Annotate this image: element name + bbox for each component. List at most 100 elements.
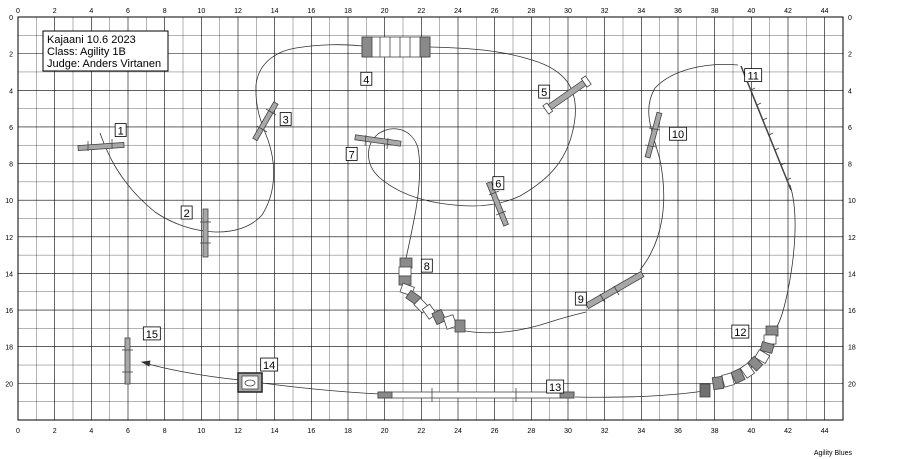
obstacle-number-11: 11 <box>744 68 763 83</box>
x-tick-bottom: 26 <box>491 428 499 435</box>
path-segment-1-to-3 <box>99 44 363 233</box>
obstacle-number-1: 1 <box>114 123 127 138</box>
obstacle-number-7: 7 <box>345 146 358 161</box>
number-text: 10 <box>672 129 684 141</box>
y-tick-left: 8 <box>9 162 13 169</box>
x-tick-bottom: 30 <box>564 428 572 435</box>
x-tick-bottom: 4 <box>89 428 93 435</box>
number-box <box>492 176 505 191</box>
x-tick-bottom: 2 <box>53 428 57 435</box>
number-box <box>279 112 292 126</box>
number-text: 3 <box>283 115 289 127</box>
y-tick-right: 20 <box>848 381 856 388</box>
y-tick-left: 2 <box>9 52 13 59</box>
y-tick-left: 16 <box>5 308 13 315</box>
number-text: 6 <box>495 179 501 191</box>
x-tick-top: 0 <box>16 8 20 15</box>
y-tick-left: 0 <box>9 15 13 22</box>
x-tick-top: 22 <box>417 8 425 15</box>
obstacles <box>77 36 792 402</box>
info-box: Kajaani 10.6 2023 Class: Agility 1B Judg… <box>42 30 169 72</box>
obstacle-jump-7 <box>354 134 402 150</box>
x-tick-bottom: 8 <box>163 428 167 435</box>
x-tick-bottom: 36 <box>674 428 682 435</box>
number-text: 14 <box>263 360 275 372</box>
obstacle-dogwalk-13 <box>377 388 575 402</box>
number-text: 15 <box>146 329 158 341</box>
obstacle-jump-6 <box>486 181 509 227</box>
number-text: 5 <box>541 87 547 99</box>
x-tick-bottom: 6 <box>126 428 130 435</box>
number-box <box>142 326 161 341</box>
obstacle-number-4: 4 <box>360 71 373 86</box>
number-box <box>538 84 551 99</box>
x-tick-top: 32 <box>601 8 609 15</box>
obstacle-number-2: 2 <box>180 205 193 220</box>
x-tick-top: 36 <box>674 8 682 15</box>
y-tick-left: 12 <box>5 235 13 242</box>
x-tick-bottom: 22 <box>417 428 425 435</box>
number-box <box>180 205 193 220</box>
x-tick-bottom: 16 <box>307 428 315 435</box>
x-tick-top: 2 <box>53 8 57 15</box>
y-tick-left: 20 <box>5 381 13 388</box>
obstacle-table-14 <box>237 372 263 393</box>
y-tick-right: 16 <box>848 308 856 315</box>
y-tick-right: 12 <box>848 235 856 242</box>
number-text: 8 <box>424 261 430 273</box>
x-tick-top: 30 <box>564 8 572 15</box>
obstacle-jump-15 <box>122 337 133 385</box>
path-segment-8-to-9 <box>459 311 587 334</box>
finish-arrow <box>140 360 151 367</box>
number-box <box>731 324 750 339</box>
number-text: 11 <box>747 71 758 83</box>
number-box <box>744 68 763 83</box>
number-box <box>574 291 587 306</box>
y-tick-right: 14 <box>848 271 856 278</box>
x-tick-bottom: 14 <box>271 428 279 435</box>
obstacle-number-6: 6 <box>492 176 505 191</box>
x-tick-bottom: 32 <box>601 428 609 435</box>
grid <box>17 16 844 421</box>
x-tick-top: 12 <box>234 8 242 15</box>
number-text: 1 <box>118 126 124 138</box>
x-tick-top: 8 <box>163 8 167 15</box>
x-tick-top: 28 <box>527 8 535 15</box>
x-tick-bottom: 12 <box>234 428 242 435</box>
number-text: 2 <box>184 208 190 220</box>
number-text: 7 <box>349 149 355 161</box>
obstacle-number-3: 3 <box>279 112 292 127</box>
obstacle-tire-5 <box>542 75 592 115</box>
number-box <box>114 123 127 137</box>
path-segment-9-to-11 <box>639 64 739 271</box>
x-tick-top: 18 <box>344 8 352 15</box>
number-text: 12 <box>734 327 746 339</box>
obstacle-number-10: 10 <box>669 126 687 141</box>
obstacle-tunnel-8 <box>398 257 466 333</box>
course-path <box>99 44 796 398</box>
obstacle-jump-9 <box>584 270 645 310</box>
x-tick-bottom: 20 <box>381 428 389 435</box>
obstacle-number-15: 15 <box>142 326 161 341</box>
x-tick-bottom: 34 <box>637 428 645 435</box>
x-tick-bottom: 44 <box>821 428 829 435</box>
number-box <box>260 357 279 372</box>
y-tick-right: 10 <box>848 198 856 205</box>
y-tick-left: 10 <box>5 198 13 205</box>
x-tick-top: 20 <box>381 8 389 15</box>
x-tick-top: 6 <box>126 8 130 15</box>
x-tick-bottom: 0 <box>16 428 20 435</box>
x-tick-top: 38 <box>711 8 719 15</box>
y-tick-right: 2 <box>848 52 852 59</box>
info-line-event: Kajaani 10.6 2023 <box>47 34 136 46</box>
y-tick-left: 6 <box>9 125 13 132</box>
y-tick-right: 4 <box>848 88 852 95</box>
axis-ticks: 0022446688101012121414161618182020222224… <box>5 8 856 435</box>
obstacle-number-8: 8 <box>420 258 433 273</box>
y-tick-right: 18 <box>848 345 856 352</box>
number-box <box>669 126 687 141</box>
number-box <box>546 379 565 394</box>
number-text: 13 <box>549 382 561 394</box>
x-tick-top: 4 <box>89 8 93 15</box>
x-tick-top: 26 <box>491 8 499 15</box>
